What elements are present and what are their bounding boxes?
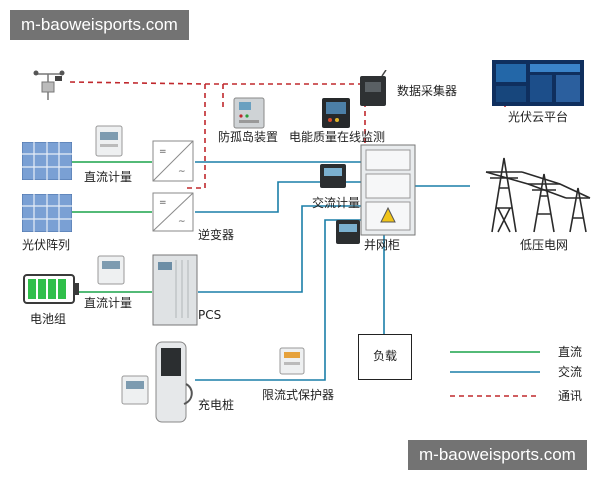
pcs-label: PCS (198, 308, 222, 322)
cloud-platform-label: 光伏云平台 (508, 110, 569, 124)
weather-station-icon (33, 70, 65, 100)
grid-cabinet-icon (360, 144, 416, 236)
charging-pile-icon (155, 341, 193, 423)
dc-lines (70, 161, 540, 353)
svg-text:~: ~ (178, 167, 186, 177)
ac-meter-top-icon (320, 164, 346, 188)
current-limit-protector-icon (279, 347, 305, 375)
data-collector-icon (360, 70, 387, 106)
legend-ac-label: 交流 (558, 365, 583, 379)
watermark-bottom: m-baoweisports.com (408, 440, 587, 470)
comm-line-top (69, 81, 368, 85)
pv-array-label: 光伏阵列 (22, 238, 71, 252)
charging-pile-label: 充电桩 (198, 398, 235, 412)
cloud-platform-screen (492, 60, 584, 106)
svg-text:=: = (159, 198, 167, 208)
charger-meter-icon (121, 375, 149, 405)
legend-dc-label: 直流 (558, 345, 583, 359)
inverter-top-icon: =~ (152, 140, 194, 182)
battery-pack-label: 电池组 (30, 312, 67, 326)
grid-cabinet-label: 并网柜 (364, 238, 401, 252)
svg-text:~: ~ (178, 217, 186, 227)
power-quality-monitor-icon (322, 98, 350, 128)
anti-islanding-label: 防孤岛装置 (218, 130, 279, 144)
ac-meter-bottom-icon (336, 220, 360, 244)
battery-pack-icon (23, 274, 79, 304)
ac-line-pcs (198, 205, 362, 293)
dc-meter-battery-label: 直流计量 (84, 296, 133, 310)
watermark-top: m-baoweisports.com (10, 10, 189, 40)
solar-panel-top-icon (22, 142, 72, 180)
load-label: 负载 (373, 349, 398, 363)
dc-meter-top-label: 直流计量 (84, 170, 133, 184)
current-limit-protector-label: 限流式保护器 (262, 388, 335, 402)
comm-line-to-inverter (185, 84, 206, 189)
power-quality-label: 电能质量在线监测 (289, 130, 386, 144)
low-voltage-grid-label: 低压电网 (520, 238, 569, 252)
svg-text:=: = (159, 147, 167, 157)
dc-meter-battery-icon (97, 255, 125, 285)
data-collector-label: 数据采集器 (397, 84, 458, 98)
pcs-cabinet-icon (152, 254, 198, 326)
dc-meter-top-icon (95, 125, 123, 157)
anti-islanding-device-icon (233, 97, 265, 129)
load-box: 负载 (358, 334, 412, 380)
ac-meter-label: 交流计量 (312, 196, 361, 210)
solar-panel-bottom-icon (22, 194, 72, 232)
inverter-bottom-icon: =~ (152, 192, 194, 232)
inverter-label: 逆变器 (198, 228, 235, 242)
legend-comm-label: 通讯 (558, 389, 583, 403)
transmission-tower-icon (485, 157, 591, 233)
